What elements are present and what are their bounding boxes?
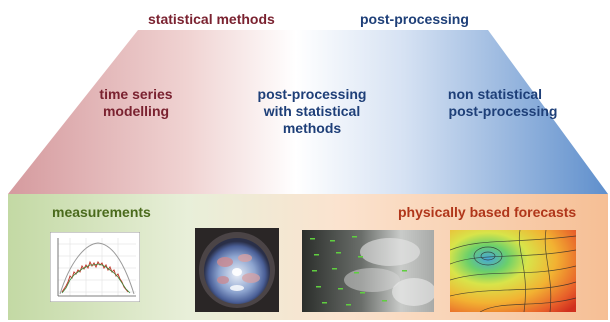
stat-post-line-1: post-processing: [257, 86, 367, 102]
method-trapezoid: [8, 30, 608, 194]
sky-camera-thumbnail: [195, 228, 279, 312]
measurement-chart-thumbnail: [50, 232, 140, 302]
stat-post-line-2: with statistical: [263, 103, 361, 119]
time-series-modelling-label: time series modelling: [90, 86, 182, 120]
non-stat-line-2: post-processing: [448, 103, 558, 119]
statistical-post-processing-label: post-processing with statistical methods: [242, 86, 382, 137]
statistical-methods-label: statistical methods: [148, 11, 275, 27]
physically-based-forecasts-label: physically based forecasts: [398, 204, 577, 220]
non-stat-line-1: non statistical: [447, 86, 543, 102]
time-series-line-1: time series: [99, 86, 173, 102]
satellite-image-thumbnail: [302, 230, 434, 312]
time-series-line-2: modelling: [102, 103, 170, 119]
post-processing-label: post-processing: [360, 11, 469, 27]
weather-map-thumbnail: [450, 230, 576, 312]
measurements-label: measurements: [52, 204, 151, 220]
stat-post-line-3: methods: [282, 120, 342, 136]
non-statistical-post-processing-label: non statistical post-processing: [420, 86, 570, 120]
